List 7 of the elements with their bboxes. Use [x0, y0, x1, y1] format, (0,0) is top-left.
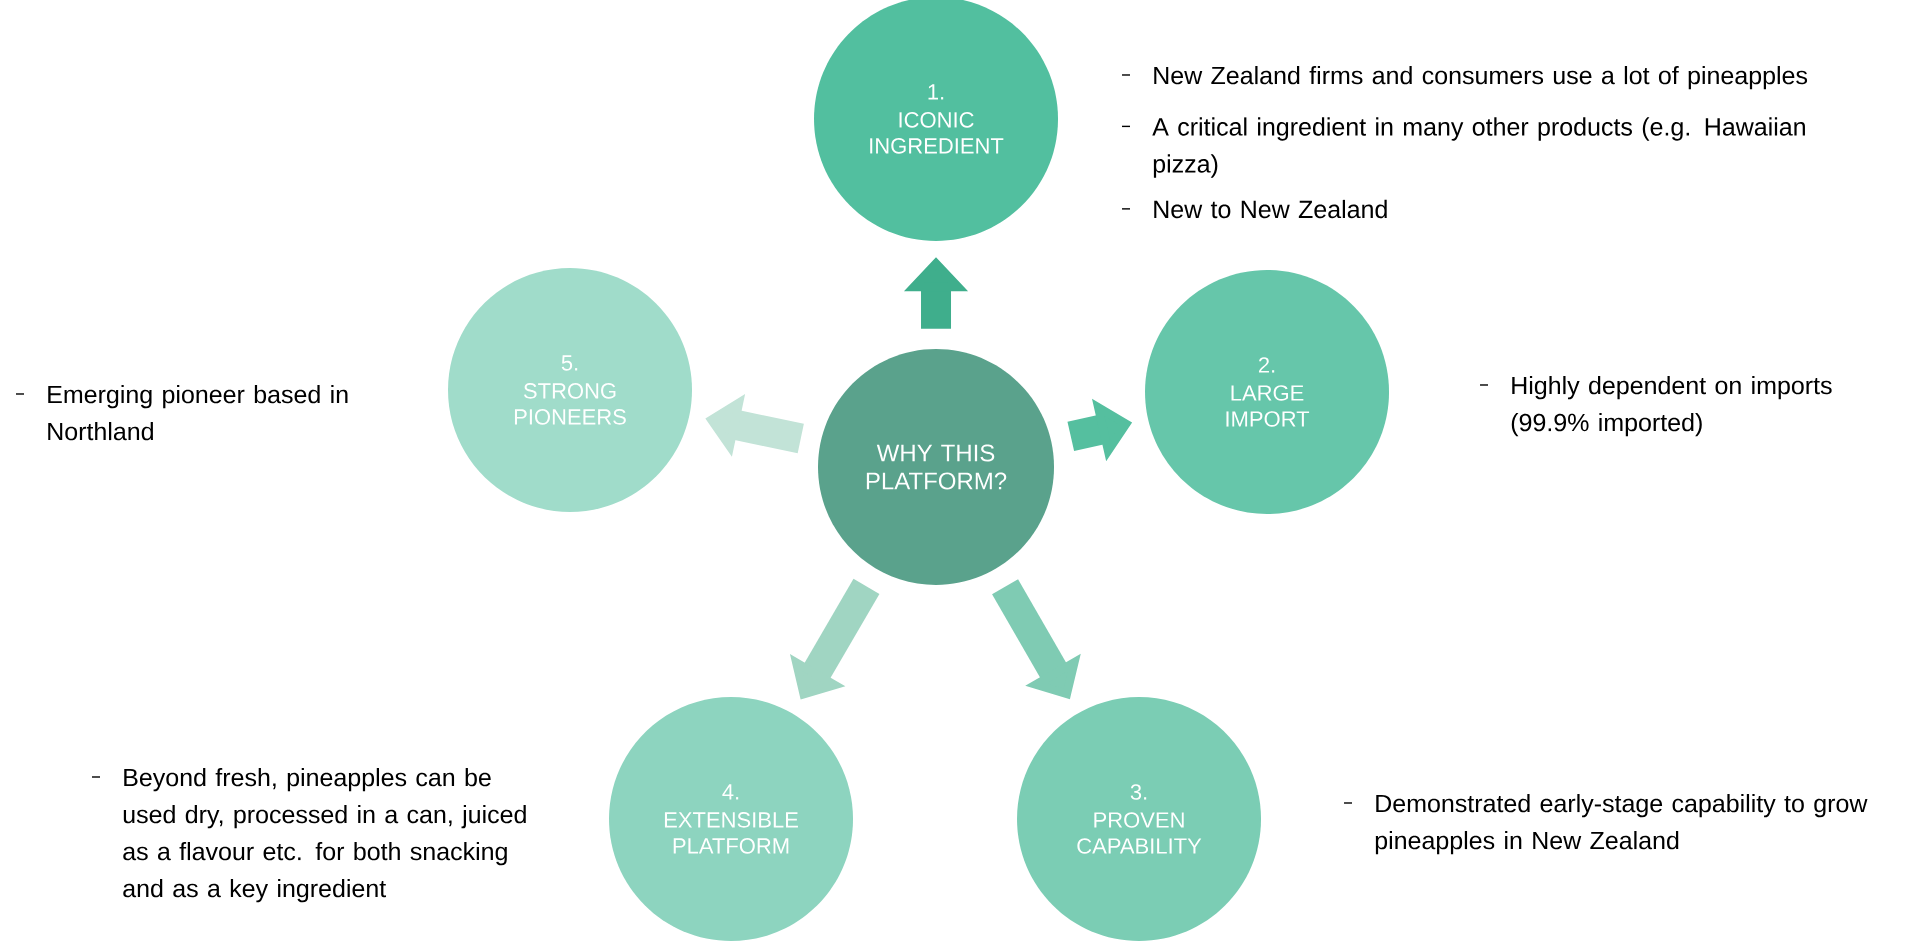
bullet-text: Highly dependent on imports (99.9% imported): [1511, 376, 1832, 437]
bullet-text: Demonstrated early-stage capability to grow pineapples in New Zealand: [1375, 794, 1868, 855]
bullet-text: Beyond fresh, pineapples can be used dry, processed in a can, juiced as a flavour etc. for both snacking and as a key ingredient: [123, 768, 526, 903]
bullet-text: New Zealand firms and consumers use a lot of pineapples: [1154, 65, 1808, 90]
bullet-text: New to New Zealand: [1154, 199, 1387, 219]
bullet-text: A critical ingredient in many other products (e.g. Hawaiian pizza): [1152, 117, 1805, 178]
bullet-text: Emerging pioneer based in Northland: [48, 385, 348, 441]
